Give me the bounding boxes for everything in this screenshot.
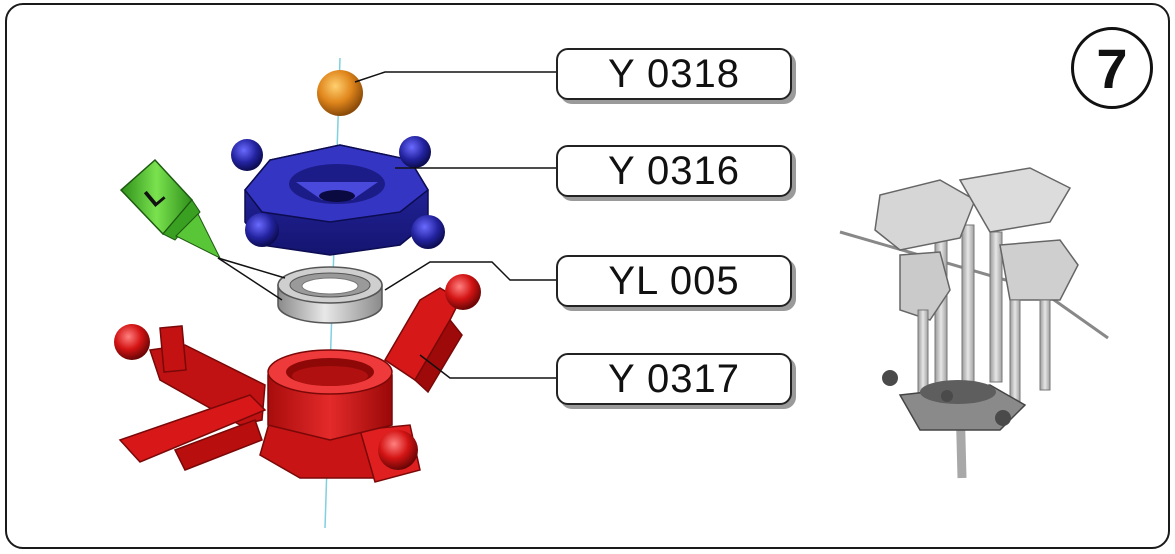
swashplate-base-part <box>114 274 481 483</box>
bearing-part <box>277 266 383 324</box>
part-label-yl005: YL 005 <box>556 255 792 307</box>
leader-y0317 <box>419 354 556 379</box>
step-number-badge: 7 <box>1071 27 1153 109</box>
assembled-rotor-head <box>839 167 1109 479</box>
part-label-y0317: Y 0317 <box>556 353 792 405</box>
ball-part <box>317 70 363 116</box>
leader-y0318 <box>354 71 556 83</box>
washout-ring-part <box>231 136 445 256</box>
part-label-y0316: Y 0316 <box>556 145 792 197</box>
part-label-y0318: Y 0318 <box>556 48 792 100</box>
leader-yl005 <box>384 261 556 291</box>
threadlock-bottle <box>119 158 222 260</box>
